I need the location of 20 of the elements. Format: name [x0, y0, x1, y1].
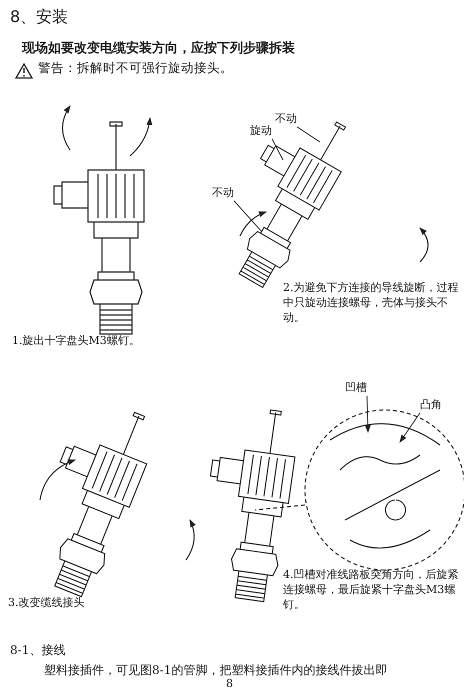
part-label: 不动: [275, 112, 297, 127]
body-text: 塑料接插件，可见图8-1的管脚，把塑料接插件内的接线件拔出即: [44, 662, 388, 678]
part-label: 不动: [212, 186, 234, 201]
warning-text: 警告：拆解时不可强行旋动接头。: [38, 60, 233, 77]
leader-line: [296, 126, 320, 142]
leader-line: [399, 412, 420, 443]
subsection-heading: 8-1、接线: [10, 642, 66, 658]
leader-line: [272, 138, 284, 160]
step-caption: 4.凹槽对准线路板突角方向，后旋紧连接螺母，最后旋紧十字盘头M3螺钉。: [283, 568, 460, 613]
part-label: 凸角: [420, 398, 442, 413]
part-label: 旋动: [250, 124, 272, 139]
step-caption: 1.旋出十字盘头M3螺钉。: [12, 334, 140, 349]
step-caption: 2.为避免下方连接的导线旋断，过程中只旋动连接螺母，壳体与接头不动。: [283, 281, 460, 326]
leader-line: [234, 200, 262, 232]
step-caption: 3.改变缆线接头: [8, 596, 84, 611]
page-number: 8: [226, 677, 233, 690]
leader-line: [364, 395, 371, 433]
part-label: 凹槽: [345, 381, 367, 396]
instruction-heading: 现场如要改变电缆安装方向，应按下列步骤拆装: [22, 40, 295, 58]
section-heading: 8、安装: [10, 6, 68, 28]
